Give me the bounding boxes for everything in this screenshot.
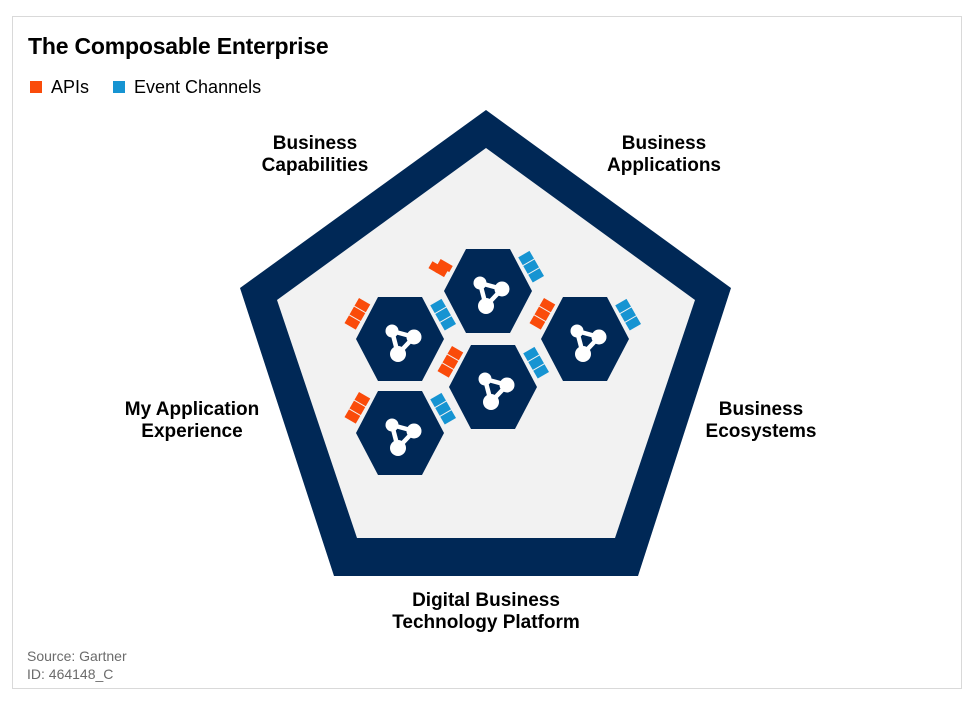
event-connector [430, 298, 446, 314]
legend-swatch-event-channels [113, 81, 126, 93]
module-right [529, 297, 641, 381]
module-hexagon [356, 391, 444, 475]
event-connector [620, 307, 636, 322]
event-connectors [615, 298, 641, 331]
figure-title: The Composable Enterprise [28, 33, 329, 59]
label-digital-business-technology-platform: Digital Business Technology Platform [392, 590, 580, 634]
event-connector [615, 298, 631, 314]
event-connectors [523, 346, 549, 379]
event-connector [440, 316, 456, 331]
api-connector [344, 409, 361, 424]
event-connectors [430, 392, 456, 425]
api-connector [349, 306, 366, 321]
label-business-ecosystems: Business Ecosystems [706, 399, 817, 443]
event-connector [430, 392, 446, 408]
event-connector [518, 250, 534, 266]
api-connector [349, 400, 366, 415]
api-connectors [437, 346, 464, 378]
id-line: ID: 464148_C [27, 666, 114, 682]
event-connector [533, 364, 549, 379]
api-connector [354, 298, 371, 313]
api-connector [437, 363, 454, 378]
api-connector [534, 306, 551, 321]
label-line: My Application [124, 399, 260, 420]
label-business-applications: Business Applications [607, 133, 721, 177]
module-center [437, 345, 549, 429]
api-connectors [428, 259, 453, 278]
event-connector [625, 316, 641, 331]
label-line: Business [272, 133, 358, 154]
event-connector [523, 259, 539, 274]
event-connectors [518, 250, 544, 283]
label-business-capabilities: Business Capabilities [262, 133, 369, 177]
event-connectors [430, 298, 456, 331]
api-connector [539, 298, 556, 313]
api-connector [442, 354, 459, 369]
module-hexagon [449, 345, 537, 429]
api-connectors [344, 392, 371, 424]
module-hexagon [541, 297, 629, 381]
label-line: Technology Platform [392, 612, 580, 633]
module-left-lower [344, 391, 456, 475]
module-top [428, 249, 544, 333]
api-connectors [344, 298, 371, 330]
event-connector [440, 410, 456, 425]
legend: APIs Event Channels [30, 77, 285, 97]
label-line: Experience [141, 421, 243, 442]
event-connector [435, 401, 451, 416]
legend-swatch-apis [30, 81, 42, 93]
label-my-application-experience: My Application Experience [125, 399, 259, 443]
module-hexagon [356, 297, 444, 381]
label-line: Digital Business [412, 590, 560, 611]
api-connector [344, 315, 361, 330]
module-hexagon [444, 249, 532, 333]
event-connector [528, 268, 544, 283]
event-connector [435, 307, 451, 322]
source-line: Source: Gartner [27, 648, 127, 664]
label-line: Business [621, 133, 707, 154]
label-line: Applications [606, 155, 722, 176]
api-connector [447, 346, 464, 361]
api-connector [437, 259, 453, 273]
api-connectors [529, 298, 556, 330]
module-left-upper [344, 297, 456, 381]
pentagon-inner [277, 148, 695, 538]
legend-label-apis: APIs [51, 76, 90, 97]
legend-label-event-channels: Event Channels [134, 76, 262, 97]
event-connector [528, 355, 544, 370]
api-connector [529, 315, 546, 330]
event-connector [523, 346, 539, 362]
legend-item-event-channels: Event Channels [113, 77, 261, 98]
api-connector [428, 261, 442, 274]
label-line: Capabilities [261, 155, 369, 176]
label-line: Business [718, 399, 804, 420]
source-note: Source: Gartner ID: 464148_C [27, 647, 127, 683]
api-connector [354, 392, 371, 407]
legend-item-apis: APIs [30, 77, 89, 98]
label-line: Ecosystems [705, 421, 817, 442]
